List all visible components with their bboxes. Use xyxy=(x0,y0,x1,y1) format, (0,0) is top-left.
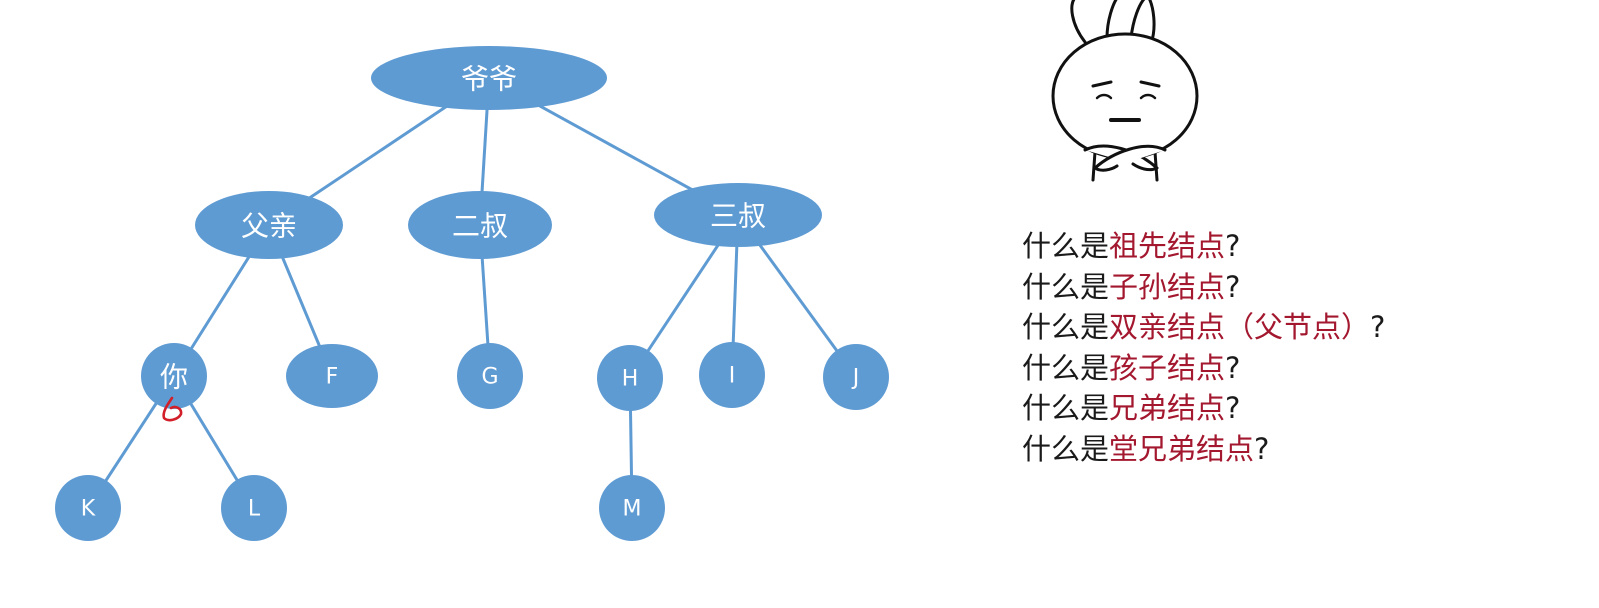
tree-node-I: I xyxy=(699,342,765,408)
node-label-F: F xyxy=(326,365,339,390)
question-mark: ? xyxy=(1225,350,1241,385)
question-prefix: 什么是 xyxy=(1022,350,1110,385)
question-item: 什么是堂兄弟结点? xyxy=(1022,429,1385,470)
node-shape-K xyxy=(55,475,121,541)
node-label-I: I xyxy=(729,364,736,389)
tree-edges xyxy=(86,76,858,509)
tree-node-L: L xyxy=(221,475,287,541)
tree-node-F: F xyxy=(286,344,378,408)
tree-node-J: J xyxy=(823,344,889,410)
question-mark: ? xyxy=(1254,431,1270,466)
question-prefix: 什么是 xyxy=(1022,229,1110,263)
node-label-K: K xyxy=(81,497,96,522)
node-label-ershu: 二叔 xyxy=(452,210,508,243)
node-label-ni: 你 xyxy=(160,361,188,394)
node-label-J: J xyxy=(851,366,860,391)
question-term: 堂兄弟结点 xyxy=(1109,431,1255,466)
node-shape-L xyxy=(221,475,287,541)
tree-node-fuqin: 父亲 xyxy=(195,191,343,259)
node-shape-I xyxy=(699,342,765,408)
annotation-marker xyxy=(162,396,183,422)
tree-node-ni: 你 xyxy=(141,343,207,409)
question-prefix: 什么是 xyxy=(1022,391,1110,426)
node-shape-sanshu xyxy=(654,183,822,247)
question-item: 什么是孩子结点? xyxy=(1022,348,1385,389)
question-term: 祖先结点 xyxy=(1109,229,1226,263)
tree-node-M: M xyxy=(599,475,665,541)
question-term: 子孙结点 xyxy=(1109,269,1226,304)
question-prefix: 什么是 xyxy=(1022,310,1110,345)
node-shape-F xyxy=(286,344,378,408)
tree-node-yeye: 爷爷 xyxy=(371,46,607,110)
question-prefix: 什么是 xyxy=(1022,431,1110,466)
node-shape-ni xyxy=(141,343,207,409)
tree-node-K: K xyxy=(55,475,121,541)
node-shape-yeye xyxy=(371,46,607,110)
question-term: 孩子结点 xyxy=(1109,350,1226,385)
tree-node-ershu: 二叔 xyxy=(408,191,552,259)
node-label-L: L xyxy=(248,497,261,522)
node-label-fuqin: 父亲 xyxy=(241,210,297,243)
question-mark: ? xyxy=(1225,229,1241,263)
node-label-M: M xyxy=(623,497,642,522)
question-mark: ? xyxy=(1225,391,1241,426)
tree-node-H: H xyxy=(597,345,663,411)
node-label-G: G xyxy=(481,365,498,390)
question-item: 什么是子孙结点? xyxy=(1022,267,1385,308)
question-term: 双亲结点（父节点） xyxy=(1109,310,1371,345)
question-item: 什么是双亲结点（父节点）? xyxy=(1022,307,1385,348)
node-shape-H xyxy=(597,345,663,411)
question-term: 兄弟结点 xyxy=(1109,391,1226,426)
question-mark: ? xyxy=(1225,269,1241,304)
question-item: 什么是兄弟结点? xyxy=(1022,388,1385,429)
question-list: 什么是祖先结点?什么是子孙结点?什么是双亲结点（父节点）?什么是孩子结点?什么是… xyxy=(1022,226,1385,470)
tree-node-sanshu: 三叔 xyxy=(654,183,822,247)
tree-node-G: G xyxy=(457,343,523,409)
question-prefix: 什么是 xyxy=(1022,269,1110,304)
node-label-H: H xyxy=(622,367,639,392)
node-label-yeye: 爷爷 xyxy=(461,63,517,96)
node-shape-G xyxy=(457,343,523,409)
node-shape-fuqin xyxy=(195,191,343,259)
node-label-sanshu: 三叔 xyxy=(710,200,766,233)
node-shape-M xyxy=(599,475,665,541)
node-shape-ershu xyxy=(408,191,552,259)
thinking-rabbit-icon xyxy=(1051,0,1199,182)
question-mark: ? xyxy=(1370,310,1386,345)
node-shape-J xyxy=(823,344,889,410)
question-item: 什么是祖先结点? xyxy=(1022,226,1385,267)
